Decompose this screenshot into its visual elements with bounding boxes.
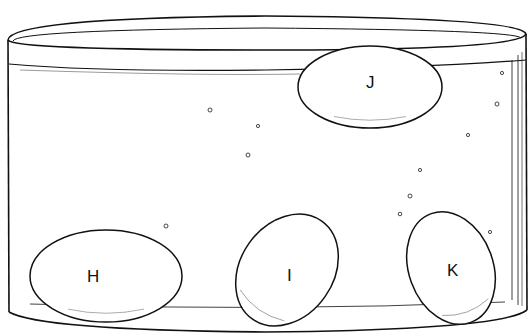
egg: J: [296, 44, 444, 130]
egg-outline: [28, 228, 184, 324]
egg-label: I: [287, 267, 292, 284]
egg: H: [28, 228, 184, 324]
egg: I: [225, 212, 349, 328]
egg-label: J: [366, 74, 375, 91]
egg-label: H: [87, 268, 99, 285]
egg-label: K: [447, 262, 458, 279]
egg: K: [398, 208, 504, 328]
